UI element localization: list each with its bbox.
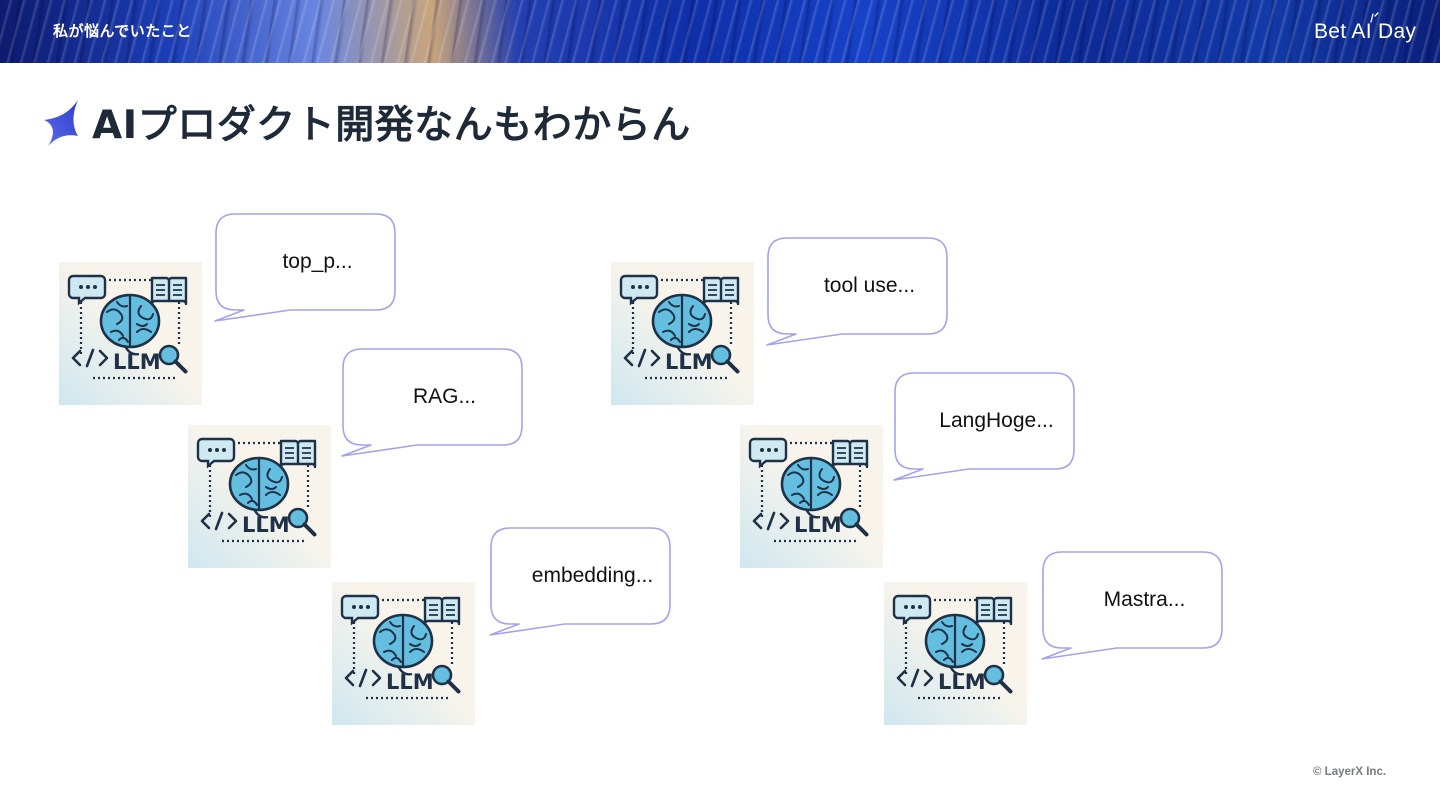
- speech-bubble-langhoge: LangHoge...: [893, 372, 1087, 481]
- bubble-text: LangHoge...: [939, 409, 1054, 432]
- speech-bubble-mastra: Mastra...: [1041, 551, 1235, 660]
- llm-illustration-icon: [188, 425, 331, 568]
- llm-illustration-icon: [332, 582, 475, 725]
- llm-card: [611, 262, 754, 405]
- section-title: 私が悩んでいたこと: [53, 22, 192, 40]
- llm-illustration-icon: [740, 425, 883, 568]
- speech-bubble-tool-use: tool use...: [766, 237, 960, 346]
- llm-illustration-icon: [59, 262, 202, 405]
- llm-illustration-icon: [884, 582, 1027, 725]
- spark-icon: [1370, 12, 1379, 23]
- bubble-text: embedding...: [531, 564, 654, 587]
- bubble-text: RAG...: [412, 385, 476, 408]
- llm-illustration-icon: [611, 262, 754, 405]
- llm-card: [188, 425, 331, 568]
- bubble-text: top_p...: [282, 250, 353, 273]
- bubble-text: Mastra...: [1103, 588, 1186, 611]
- page-title: AIプロダクト開発なんもわからん: [92, 103, 691, 148]
- header-banner: 私が悩んでいたこと Bet AI Day: [0, 0, 1440, 63]
- speech-bubble-rag: RAG...: [341, 348, 535, 457]
- star-icon: [44, 100, 78, 146]
- llm-card: [740, 425, 883, 568]
- bubble-text: tool use...: [823, 274, 916, 297]
- speech-bubble-top-p: top_p...: [214, 213, 408, 322]
- llm-card: [884, 582, 1027, 725]
- llm-card: [59, 262, 202, 405]
- copyright: © LayerX Inc.: [1313, 766, 1387, 778]
- llm-card: [332, 582, 475, 725]
- brand-logo: Bet AI Day: [1314, 20, 1417, 43]
- speech-bubble-embedding: embedding...: [489, 527, 683, 636]
